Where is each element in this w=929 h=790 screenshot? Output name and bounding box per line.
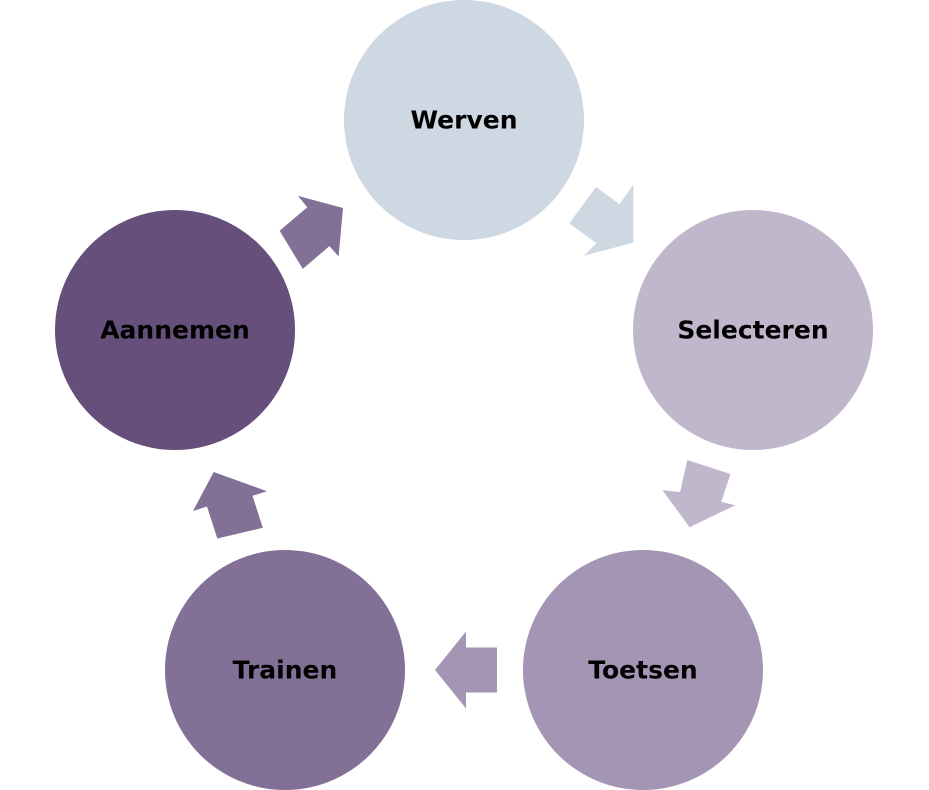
node-trainen-label: Trainen (233, 656, 338, 685)
node-werven: Werven (344, 0, 584, 240)
node-trainen: Trainen (165, 550, 405, 790)
node-selecteren: Selecteren (633, 210, 873, 450)
arrow-aannemen-to-werven (279, 195, 343, 269)
node-toetsen-label: Toetsen (588, 656, 697, 685)
arrow-trainen-to-aannemen (193, 472, 267, 539)
node-trainen-circle (165, 550, 405, 790)
node-aannemen-circle (55, 210, 295, 450)
node-werven-label: Werven (410, 106, 517, 135)
arrow-selecteren-to-toetsen (662, 460, 736, 528)
node-aannemen-label: Aannemen (100, 316, 250, 345)
node-aannemen: Aannemen (55, 210, 295, 450)
node-selecteren-label: Selecteren (677, 316, 828, 345)
node-toetsen-circle (523, 550, 763, 790)
node-toetsen: Toetsen (523, 550, 763, 790)
node-selecteren-circle (633, 210, 873, 450)
arrow-toetsen-to-trainen (435, 631, 497, 709)
node-werven-circle (344, 0, 584, 240)
arrow-werven-to-selecteren (569, 184, 634, 256)
